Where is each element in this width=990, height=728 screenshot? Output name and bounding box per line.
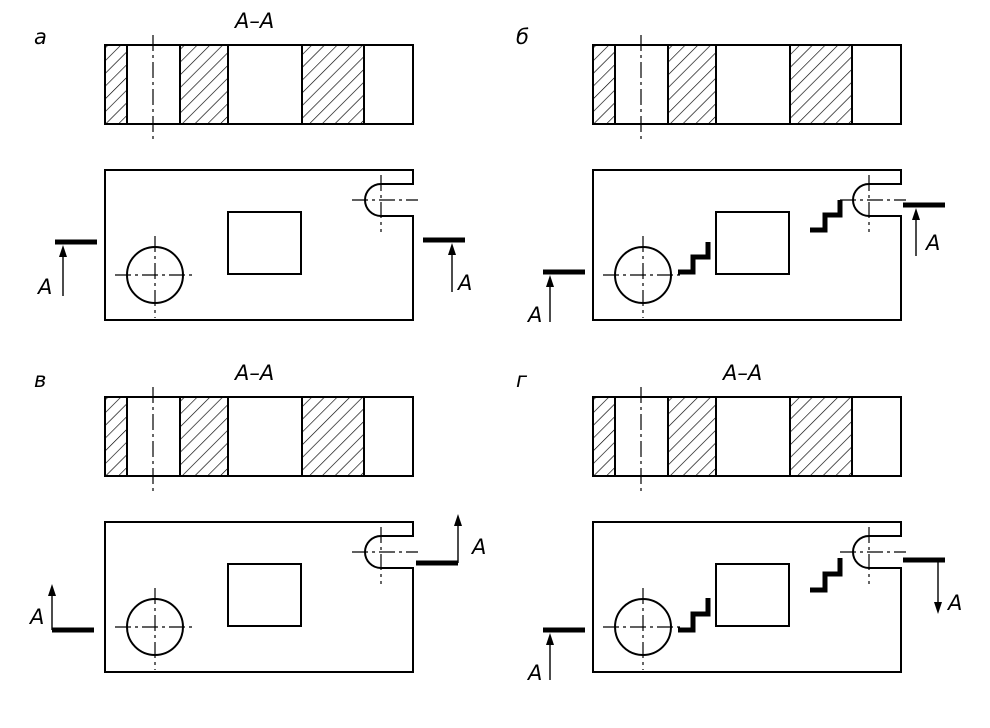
cut-label-left: А xyxy=(526,303,542,327)
panel-g: г А–А А xyxy=(516,361,962,685)
panel-letter: а xyxy=(34,25,47,49)
section-view xyxy=(592,387,902,492)
cut-plane-marks: А А xyxy=(526,557,962,685)
section-view xyxy=(592,35,902,140)
cut-plane-marks: А А xyxy=(36,237,472,299)
cut-label-left: А xyxy=(526,661,542,685)
cut-plane-marks: А А xyxy=(526,200,945,327)
section-view xyxy=(104,387,414,492)
panel-letter: в xyxy=(34,368,46,392)
cut-label-right: А xyxy=(456,271,472,295)
cut-label-right: А xyxy=(946,591,962,615)
cut-label-right: А xyxy=(470,535,486,559)
section-title: А–А xyxy=(721,361,762,385)
section-title: А–А xyxy=(233,361,274,385)
panel-v: в А–А А xyxy=(28,361,486,673)
panel-a: а А–А А xyxy=(34,9,472,321)
cut-label-left: А xyxy=(36,275,52,299)
cut-label-left: А xyxy=(28,605,44,629)
panel-letter: г xyxy=(516,368,528,392)
cut-label-right: А xyxy=(924,231,940,255)
plan-view xyxy=(592,521,906,673)
section-view xyxy=(104,35,414,140)
plan-view xyxy=(104,521,418,673)
plan-view xyxy=(592,169,906,321)
plan-view xyxy=(104,169,418,321)
cut-plane-marks: А А xyxy=(28,514,486,633)
panel-letter: б xyxy=(516,25,529,49)
section-title: А–А xyxy=(233,9,274,33)
panel-b: б А xyxy=(516,25,945,327)
